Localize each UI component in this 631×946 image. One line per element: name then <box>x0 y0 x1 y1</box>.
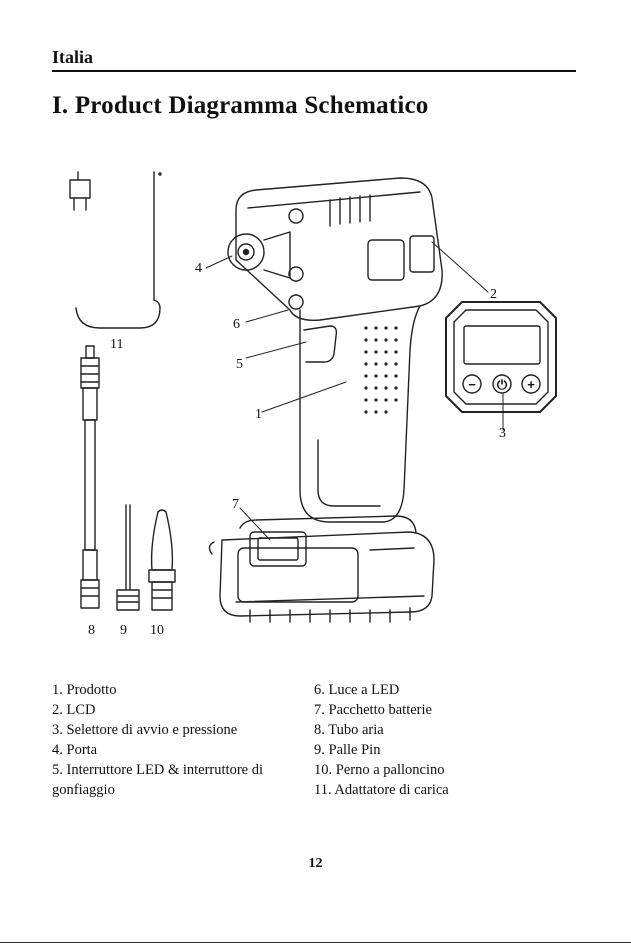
legend-item: 11. Adattatore di carica <box>314 780 576 800</box>
legend-item: 10. Perno a palloncino <box>314 760 576 780</box>
product-diagram-illustration: − ⏻ + 1 2 3 4 5 6 7 8 9 10 11 <box>0 150 631 650</box>
callout-2: 2 <box>490 287 497 302</box>
legend-item: 4. Porta <box>52 740 314 760</box>
charging-adapter-drawing <box>70 172 161 328</box>
lcd-panel-drawing <box>446 302 556 412</box>
lcd-minus-icon: − <box>468 377 476 392</box>
legend-item: 7. Pacchetto batterie <box>314 700 576 720</box>
callout-4: 4 <box>195 261 202 276</box>
page-heading: I. Product Diagramma Schematico <box>52 92 429 120</box>
callout-5: 5 <box>236 357 243 372</box>
section-title: Italia <box>52 47 93 68</box>
callout-8: 8 <box>88 623 95 638</box>
legend-item: 6. Luce a LED <box>314 680 576 700</box>
legend-item: 9. Palle Pin <box>314 740 576 760</box>
callout-6: 6 <box>233 317 240 332</box>
ball-pin-drawing <box>117 505 139 610</box>
product-diagram: − ⏻ + 1 2 3 4 5 6 7 8 9 10 11 <box>0 150 631 650</box>
parts-legend-left: 1. Prodotto 2. LCD 3. Selettore di avvio… <box>52 680 314 800</box>
section-divider <box>52 70 576 72</box>
legend-item: 8. Tubo aria <box>314 720 576 740</box>
balloon-pin-drawing <box>149 510 175 610</box>
callout-9: 9 <box>120 623 127 638</box>
parts-legend-right: 6. Luce a LED 7. Pacchetto batterie 8. T… <box>314 680 576 800</box>
legend-item: 1. Prodotto <box>52 680 314 700</box>
parts-legend: 1. Prodotto 2. LCD 3. Selettore di avvio… <box>52 680 592 800</box>
callout-3: 3 <box>499 426 506 441</box>
air-hose-drawing <box>81 346 99 608</box>
lcd-power-icon: ⏻ <box>497 377 508 392</box>
callout-7: 7 <box>232 497 239 512</box>
page-number: 12 <box>0 856 631 872</box>
legend-item: 5. Interruttore LED & interruttore di go… <box>52 760 314 800</box>
legend-item: 2. LCD <box>52 700 314 720</box>
bottom-divider <box>0 942 631 943</box>
callout-1: 1 <box>255 407 262 422</box>
product-body-drawing <box>209 178 442 622</box>
callout-11: 11 <box>110 337 123 352</box>
lcd-plus-icon: + <box>527 377 535 392</box>
callout-10: 10 <box>150 623 164 638</box>
legend-item: 3. Selettore di avvio e pressione <box>52 720 314 740</box>
